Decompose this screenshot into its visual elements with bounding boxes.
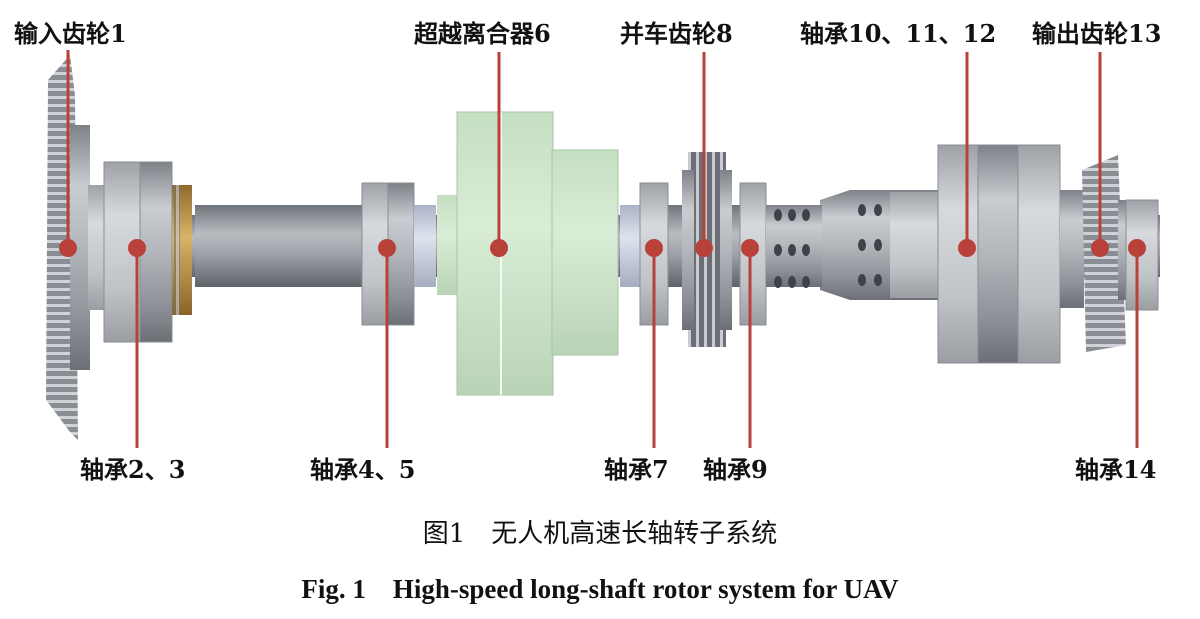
leader-lines [59, 50, 1146, 448]
figure-caption-english: Fig. 1 High-speed long-shaft rotor syste… [301, 574, 899, 604]
marker-clutch-6 [490, 239, 508, 257]
perforated-shaft-section [766, 204, 882, 288]
marker-bearing-4-5 [378, 239, 396, 257]
label-output-gear-13: 输出齿轮13 [1032, 19, 1162, 48]
label-input-gear-1: 输入齿轮1 [14, 19, 127, 48]
label-clutch-6: 超越离合器6 [414, 19, 551, 48]
rotor-system-diagram [46, 50, 1160, 448]
label-bearing-2-3: 轴承2、3 [80, 455, 186, 484]
figure-caption-chinese: 图1 无人机高速长轴转子系统 [422, 519, 778, 549]
marker-bearing-9 [741, 239, 759, 257]
label-bearing-14: 轴承14 [1075, 455, 1157, 484]
marker-bearing-7 [645, 239, 663, 257]
bearing-2-3 [103, 161, 192, 343]
overrunning-clutch-6 [437, 111, 619, 396]
bearing-10-11-12 [937, 144, 1084, 364]
label-merge-gear-8: 并车齿轮8 [620, 19, 733, 48]
label-bearing-10-12: 轴承10、11、12 [800, 19, 997, 48]
marker-merge-gear-8 [695, 239, 713, 257]
bearing-4-5 [361, 182, 436, 326]
label-bearing-9: 轴承9 [703, 455, 768, 484]
marker-input-gear-1 [59, 239, 77, 257]
marker-bearing-10-12 [958, 239, 976, 257]
label-bearing-7: 轴承7 [604, 455, 669, 484]
label-bearing-4-5: 轴承4、5 [310, 455, 416, 484]
bearing-7 [620, 182, 669, 326]
marker-bearing-2-3 [128, 239, 146, 257]
marker-bearing-14 [1128, 239, 1146, 257]
marker-output-gear-13 [1091, 239, 1109, 257]
